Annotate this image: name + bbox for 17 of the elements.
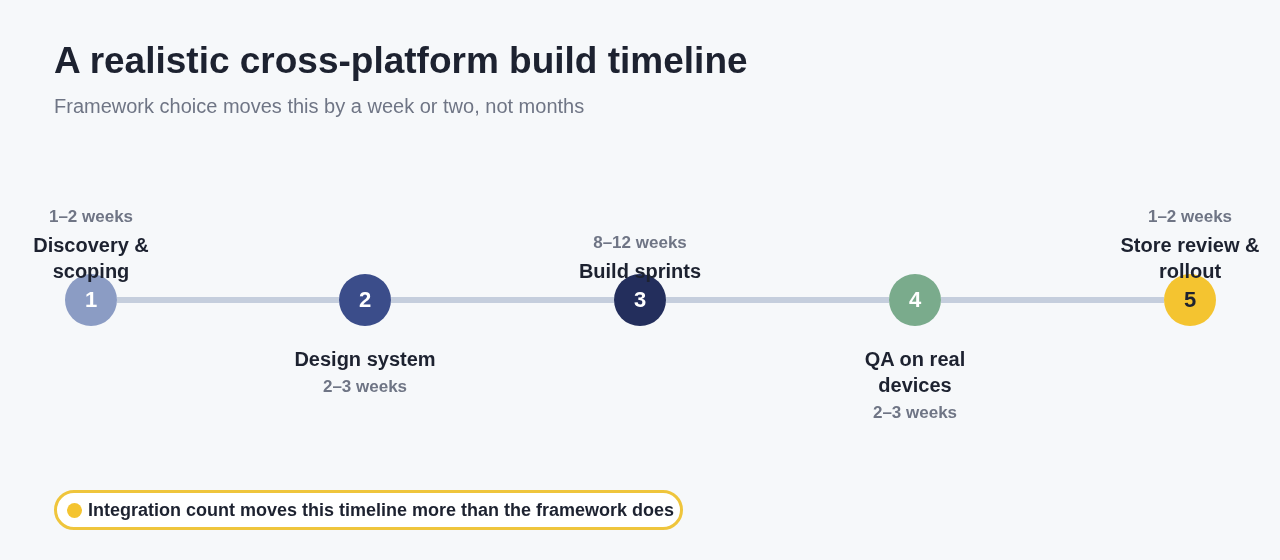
duration-label: 2–3 weeks [872,402,958,424]
timeline-connector [117,297,339,303]
duration-label: 1–2 weeks [48,206,134,228]
callout-pill [54,490,684,530]
step-title: Design system [294,347,436,372]
step-circle: 2 [339,274,391,326]
callout-text: Integration count moves this timeline more than the framework does [88,499,675,521]
duration-label: 8–12 weeks [593,232,687,254]
duration-label: 2–3 weeks [322,376,408,398]
timeline-connector [391,297,614,303]
diagram-title: A realistic cross-platform build timeline [54,40,748,82]
duration-label: 1–2 weeks [1147,206,1233,228]
step-circle: 4 [889,274,941,326]
step-title: QA on real devices [863,347,967,398]
subtitle: Framework choice moves this by a week or two, not months [54,95,585,118]
timeline-connector [666,297,889,303]
timeline-connector [941,297,1164,303]
